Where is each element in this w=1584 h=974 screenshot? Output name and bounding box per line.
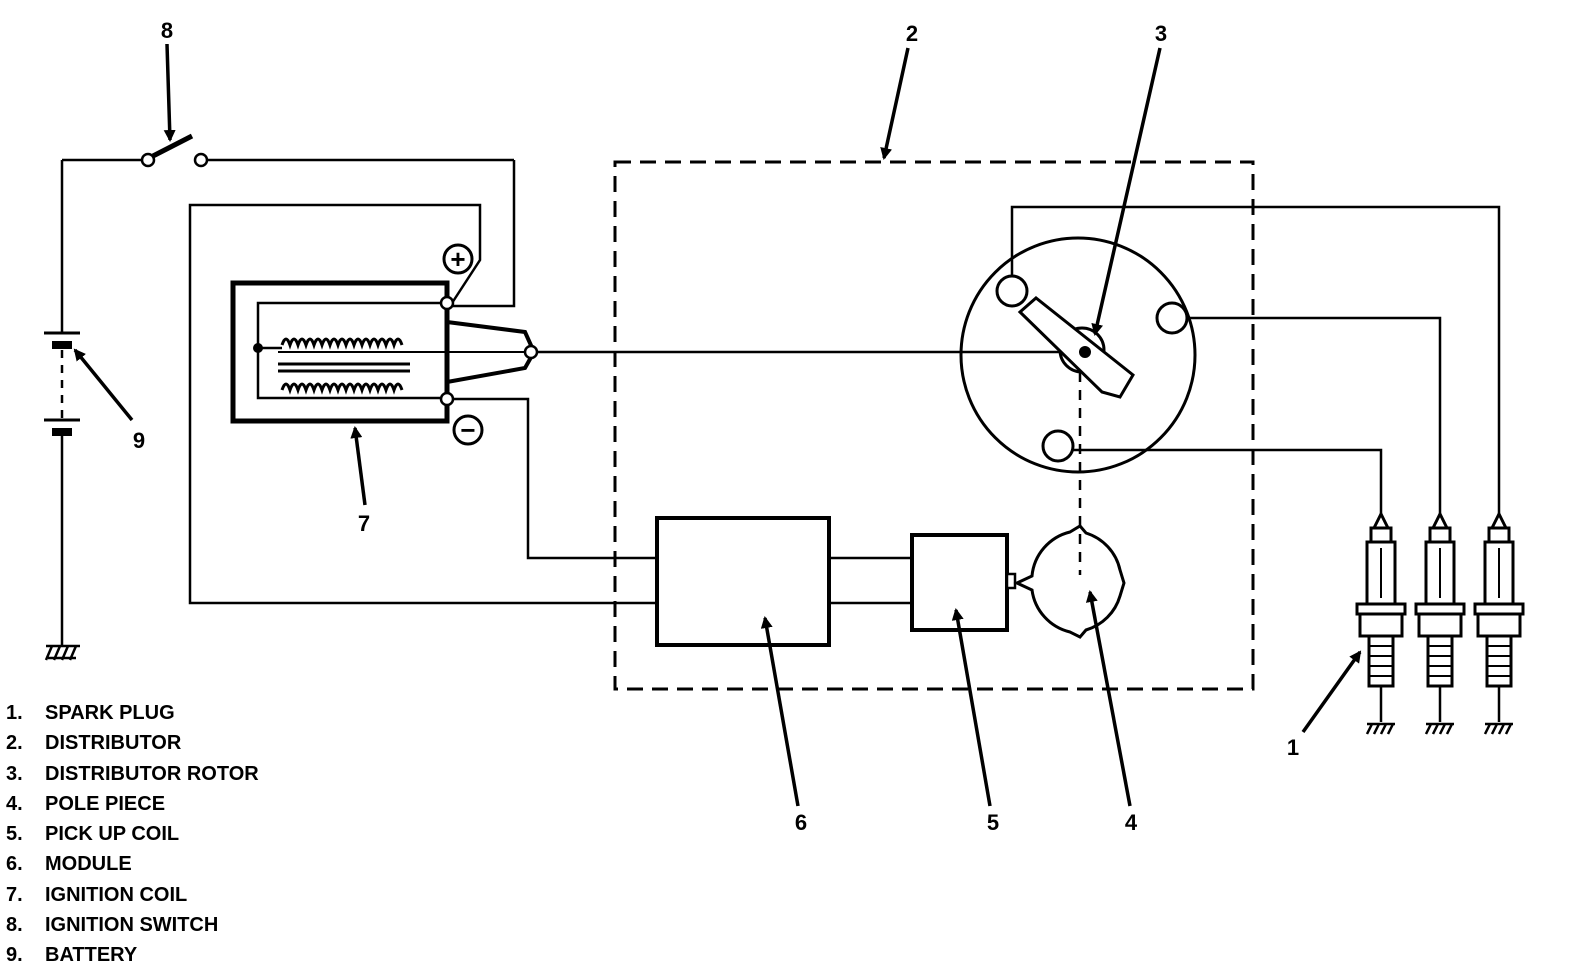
legend-number: 5. (6, 823, 23, 846)
legend-item: 5. PICK UP COIL (6, 819, 259, 849)
legend-item: 3. DISTRIBUTOR ROTOR (6, 759, 259, 789)
callout-spark-plug: 1 (1287, 735, 1299, 760)
distributor-cap (959, 236, 1197, 474)
legend-number: 8. (6, 914, 23, 937)
callout-module: 6 (795, 810, 807, 835)
distributor-housing (613, 160, 1255, 691)
legend-item: 7. IGNITION COIL (6, 880, 259, 910)
legend-label: POLE PIECE (45, 792, 166, 815)
ground-symbol (44, 644, 80, 661)
negative-terminal-icon: − (452, 414, 484, 446)
legend-item: 4. POLE PIECE (6, 789, 259, 819)
distributor-rotor (1017, 296, 1135, 399)
ignition-coil (230, 280, 539, 424)
legend-number: 2. (6, 732, 23, 755)
spark-plug (1473, 510, 1525, 735)
legend-number: 7. (6, 883, 23, 906)
legend-label: PICK UP COIL (45, 823, 180, 846)
pick-up-coil (910, 533, 1017, 632)
legend-label: MODULE (45, 853, 132, 876)
legend-number: 4. (6, 792, 23, 815)
callout-ignition-switch: 8 (161, 18, 173, 43)
callout-ignition-coil: 7 (358, 511, 370, 536)
legend-item: 8. IGNITION SWITCH (6, 910, 259, 940)
spark-plug (1355, 510, 1407, 735)
legend-item: 9. BATTERY (6, 940, 259, 970)
callout-pole-piece: 4 (1125, 810, 1138, 835)
ignition-switch (62, 133, 514, 168)
legend-number: 9. (6, 944, 23, 967)
callout-pick-up-coil: 5 (987, 810, 999, 835)
pole-piece (1013, 524, 1126, 639)
leader-arrows (73, 43, 1362, 807)
legend-label: BATTERY (45, 944, 138, 967)
legend-item: 6. MODULE (6, 849, 259, 879)
legend-label: IGNITION SWITCH (45, 914, 219, 937)
legend-number: 1. (6, 702, 23, 724)
callout-distributor: 2 (906, 21, 918, 46)
legend-label: DISTRIBUTOR (45, 732, 182, 755)
module (655, 516, 831, 647)
wiring (188, 160, 1501, 605)
callout-distributor-rotor: 3 (1155, 21, 1167, 46)
callout-battery: 9 (133, 428, 145, 453)
legend-label: SPARK PLUG (45, 702, 175, 724)
legend-item: 1. SPARK PLUG (6, 698, 259, 728)
parts-legend: 1. SPARK PLUG 2. DISTRIBUTOR 3. DISTRIBUTOR… (6, 698, 259, 971)
svg-text:+: + (450, 244, 465, 274)
legend-number: 3. (6, 762, 23, 785)
legend-number: 6. (6, 853, 23, 876)
spark-plug (1414, 510, 1466, 735)
legend-label: IGNITION COIL (45, 883, 188, 906)
legend-label: DISTRIBUTOR ROTOR (45, 762, 259, 785)
positive-terminal-icon: + (442, 243, 474, 275)
legend-item: 2. DISTRIBUTOR (6, 728, 259, 758)
battery (44, 160, 80, 645)
svg-text:−: − (460, 415, 475, 445)
